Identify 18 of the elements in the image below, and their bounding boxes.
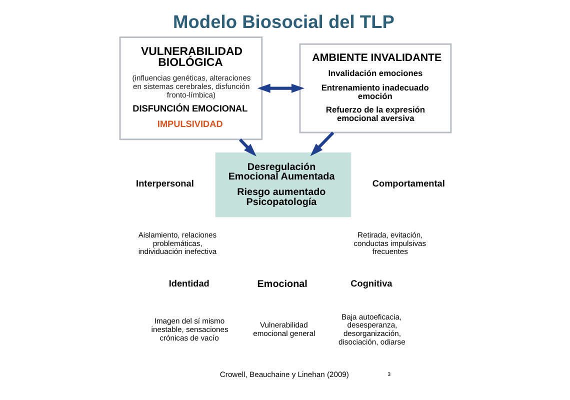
label: Imagen del sí mismo inestable, sensaciones crónicas de vacío [150,316,228,342]
label: Emocional [256,278,307,290]
label: Cognitiva [350,278,392,289]
arrow [238,138,256,156]
node-box: AMBIENTE INVALIDANTE Invalidación emociones Entrenamiento inadecuado emoción Refuerzo de la expresión emocional aversiva [298,43,452,134]
diagram-title: Modelo Biosocial del TLP [172,11,394,32]
label: Crowell, Beauchaine y Linehan (2009) [219,370,348,379]
label: Vulnerabilidad emocional general [252,320,315,338]
label: Interpersonal [136,178,194,188]
label: Comportamental [372,178,444,188]
arrow [310,132,334,156]
label: Identidad [168,278,209,289]
arrow [256,84,304,93]
node-box: Desregulación Emocional Aumentada Riesgo aumentado Psicopatología [214,152,351,218]
node-box: VULNERABILIDAD BIOLÓGICA (influencias genéticas, alteraciones en sistemas cerebrales, disfunción fronto-límbica) DISFUNCIÓN EMOCIONAL IMPULSIVIDAD [118,36,262,140]
label: Retirada, evitación, conductas impulsivas frecuentes [353,230,426,256]
label: Aislamiento, relaciones problemáticas, individuación inefectiva [138,230,216,256]
label: Baja autoeficacia, desesperanza, desorganización, disociación, odiarse [338,312,405,346]
